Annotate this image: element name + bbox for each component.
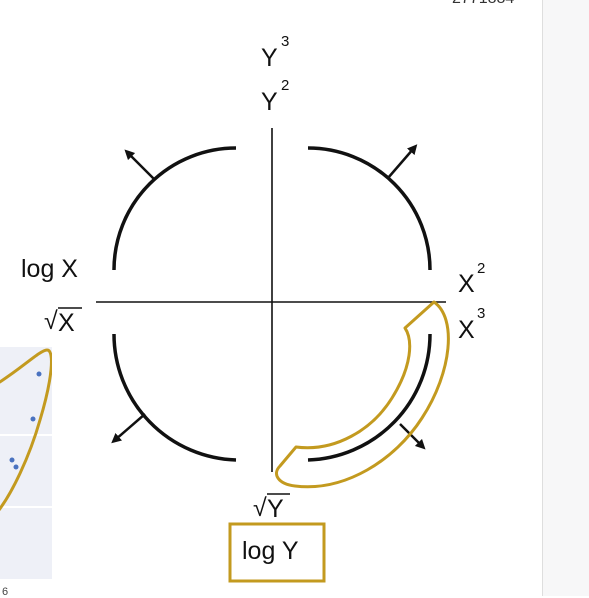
exponent-2: 2 bbox=[281, 77, 289, 94]
log-y-highlight-box bbox=[228, 522, 326, 583]
label-sqrt-y: Y bbox=[267, 495, 284, 523]
scatter-highlight-outline bbox=[0, 348, 52, 512]
label-log-x: log X bbox=[21, 255, 78, 283]
arc-upper-left bbox=[112, 146, 237, 271]
right-side-panel bbox=[542, 0, 589, 596]
arc-upper-right bbox=[307, 146, 432, 271]
arrow-upper-left bbox=[124, 149, 156, 181]
scatter-point bbox=[30, 416, 36, 422]
arrow-lower-left bbox=[111, 413, 146, 444]
exponent-3: 3 bbox=[281, 33, 289, 50]
scatter-point bbox=[36, 371, 42, 377]
footer-fragment: 6 bbox=[2, 586, 9, 598]
label-x-cubed: X bbox=[458, 316, 475, 344]
radical-icon: √ bbox=[44, 307, 58, 335]
highlight-lower-right bbox=[275, 300, 450, 489]
arrow-upper-right bbox=[387, 144, 418, 179]
label-y-squared: Y bbox=[261, 88, 278, 116]
arc-lower-right bbox=[307, 333, 432, 462]
arc-lower-left bbox=[112, 333, 237, 462]
exponent-3-right: 3 bbox=[477, 305, 485, 322]
radical-icon: √ bbox=[253, 494, 267, 522]
label-y-cubed: Y bbox=[261, 44, 278, 72]
exponent-2-right: 2 bbox=[477, 260, 485, 277]
label-log-y: log Y bbox=[242, 537, 299, 565]
label-sqrt-x: X bbox=[58, 309, 75, 337]
scatter-point bbox=[9, 457, 15, 463]
page-id: 2771884 bbox=[452, 0, 514, 8]
scatter-point bbox=[13, 464, 19, 470]
scatter-table-fragment bbox=[0, 347, 52, 579]
label-x-squared: X bbox=[458, 270, 475, 298]
